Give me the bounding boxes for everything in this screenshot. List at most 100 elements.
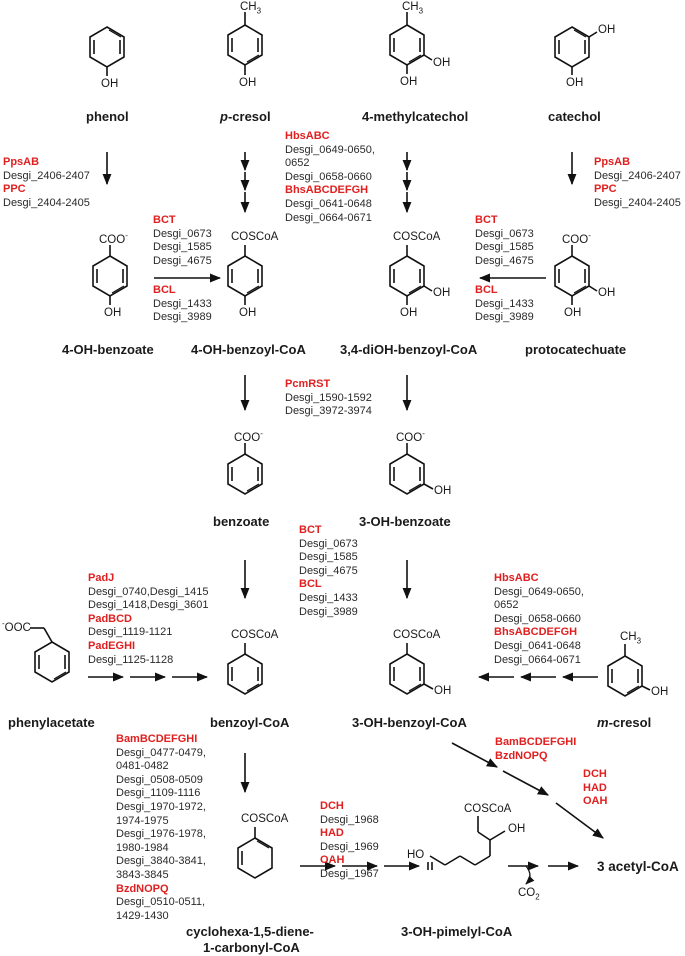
gene-locus: Desgi_0673 — [153, 227, 212, 240]
benzoyl-coa-structure — [227, 643, 263, 695]
oh-benzoate-coo: COO- — [99, 231, 128, 246]
label-m-cresol: m-cresol — [597, 715, 652, 730]
dioh-benzoyl-coa-cos: COSCoA — [393, 231, 441, 243]
methylcatechol-structure — [389, 12, 433, 74]
benzoate-coo: COO- — [234, 429, 263, 444]
methylcatechol-ch3: CH3 — [402, 1, 424, 16]
gene-locus: Desgi_0673 — [299, 537, 358, 550]
methylcatechol-oh-para: OH — [400, 76, 418, 88]
enzyme-name: PadJ — [88, 572, 115, 584]
phenol-oh: OH — [101, 78, 119, 90]
m-cresol-ch3: CH3 — [620, 631, 642, 646]
gene-locus: Desgi_2406-2407 — [3, 169, 90, 182]
oh3-benzoyl-coa-structure — [389, 643, 434, 695]
gene-locus: Desgi_3989 — [475, 311, 534, 324]
gene-locus: 0652 — [494, 599, 519, 612]
gene-locus: Desgi_4675 — [475, 254, 534, 267]
gene-locus: Desgi_1433 — [299, 591, 358, 604]
label-dioh-benzoyl-coa: 3,4-diOH-benzoyl-CoA — [340, 342, 478, 357]
enzyme-name: PPC — [3, 183, 26, 196]
enzyme-name: BzdNOPQ — [495, 749, 548, 762]
enzyme-name: PadBCD — [88, 612, 133, 625]
gene-locus: Desgi_1433 — [153, 297, 212, 310]
enzyme-name: BhsABCDEFGH — [494, 626, 578, 639]
gene-locus: Desgi_1969 — [320, 840, 379, 853]
protocatechuate-coo: COO- — [562, 231, 591, 246]
gene-locus: Desgi_2404-2405 — [3, 196, 90, 209]
gene-locus: Desgi_0658-0660 — [285, 170, 372, 183]
benzoate-structure — [227, 443, 263, 495]
label-benzoate: benzoate — [213, 514, 270, 529]
gene-locus: Desgi_0740,Desgi_1415 — [88, 585, 209, 598]
protocatechuate-structure — [554, 245, 598, 305]
enzyme-name: BhsABCDEFGH — [285, 184, 369, 197]
label-oh-benzoate: 4-OH-benzoate — [62, 342, 154, 357]
label-diene-line1: cyclohexa-1,5-diene- — [186, 924, 314, 939]
phenylacetate-ooc: -OOC — [2, 619, 31, 634]
gene-locus: Desgi_1418,Desgi_3601 — [88, 599, 209, 612]
gene-locus: Desgi_1119-1121 — [88, 626, 173, 639]
label-oh-benzoyl-coa: 4-OH-benzoyl-CoA — [191, 342, 306, 357]
gene-locus: Desgi_1585 — [475, 241, 534, 254]
diene-cos: COSCoA — [241, 813, 289, 825]
enzyme-name: HAD — [320, 827, 344, 840]
pimelyl-cos: COSCoA — [464, 803, 512, 815]
protocatechuate-oh-para: OH — [564, 307, 582, 319]
label-oh3-benzoate: 3-OH-benzoate — [359, 514, 451, 529]
benzoyl-coa-cos: COSCoA — [231, 629, 279, 641]
enzyme-name: HbsABC — [285, 130, 330, 142]
oh3-benzoate-structure — [389, 443, 434, 495]
enzyme-name: BCL — [475, 284, 498, 296]
enzyme-name: PPC — [594, 183, 617, 196]
pimelyl-oh: OH — [508, 823, 526, 835]
gene-locus: Desgi_1109-1116 — [116, 787, 201, 800]
phenol-structure — [89, 26, 125, 76]
enzyme-name: HbsABC — [494, 572, 539, 584]
gene-locus: Desgi_1970-1972, — [116, 800, 206, 813]
gene-locus: Desgi_2406-2407 — [594, 169, 681, 182]
enzyme-name: PcmRST — [285, 378, 331, 390]
co2-label: CO2 — [518, 887, 540, 902]
label-protocatechuate: protocatechuate — [525, 342, 627, 357]
catechol-oh-meta: OH — [598, 24, 616, 36]
enzyme-name: BCT — [299, 524, 322, 536]
enzyme-name: PpsAB — [3, 156, 40, 168]
pimelyl-ho: HO — [407, 849, 425, 861]
label-acetyl-coa: 3 acetyl-CoA — [597, 859, 679, 874]
gene-locus: Desgi_1585 — [153, 241, 212, 254]
pimelyl-structure — [427, 816, 506, 870]
dioh-benzoyl-coa-oh-meta: OH — [433, 287, 451, 299]
dioh-benzoyl-coa-structure — [389, 245, 433, 305]
gene-locus: Desgi_1433 — [475, 297, 534, 310]
gene-locus: Desgi_3989 — [299, 605, 358, 618]
label-pimelyl: 3-OH-pimelyl-CoA — [401, 924, 513, 939]
p-cresol-ch3: CH3 — [240, 1, 262, 16]
gene-locus: 0652 — [285, 157, 310, 170]
gene-locus: 3843-3845 — [116, 868, 169, 881]
enzyme-name: HAD — [583, 781, 607, 794]
enzyme-name: BCT — [475, 214, 498, 226]
gene-locus: Desgi_0510-0511, — [116, 896, 206, 909]
gene-locus: 1429-1430 — [116, 909, 169, 922]
catechol-structure — [554, 26, 598, 75]
gene-locus: 1974-1975 — [116, 814, 169, 827]
oh-benzoate-structure — [92, 245, 128, 305]
catechol-oh-para: OH — [566, 77, 584, 89]
label-oh3-benzoyl-coa: 3-OH-benzoyl-CoA — [352, 715, 467, 730]
gene-locus: Desgi_1585 — [299, 551, 358, 564]
methylcatechol-oh-meta: OH — [433, 57, 451, 69]
oh-benzoyl-coa-cos: COSCoA — [231, 231, 279, 243]
label-diene-line2: 1-carbonyl-CoA — [203, 940, 300, 955]
protocatechuate-oh-meta: OH — [598, 287, 616, 299]
gene-locus: Desgi_0673 — [475, 227, 534, 240]
oh3-benzoate-oh: OH — [434, 485, 452, 497]
gene-locus: Desgi_3840-3841, — [116, 855, 206, 868]
